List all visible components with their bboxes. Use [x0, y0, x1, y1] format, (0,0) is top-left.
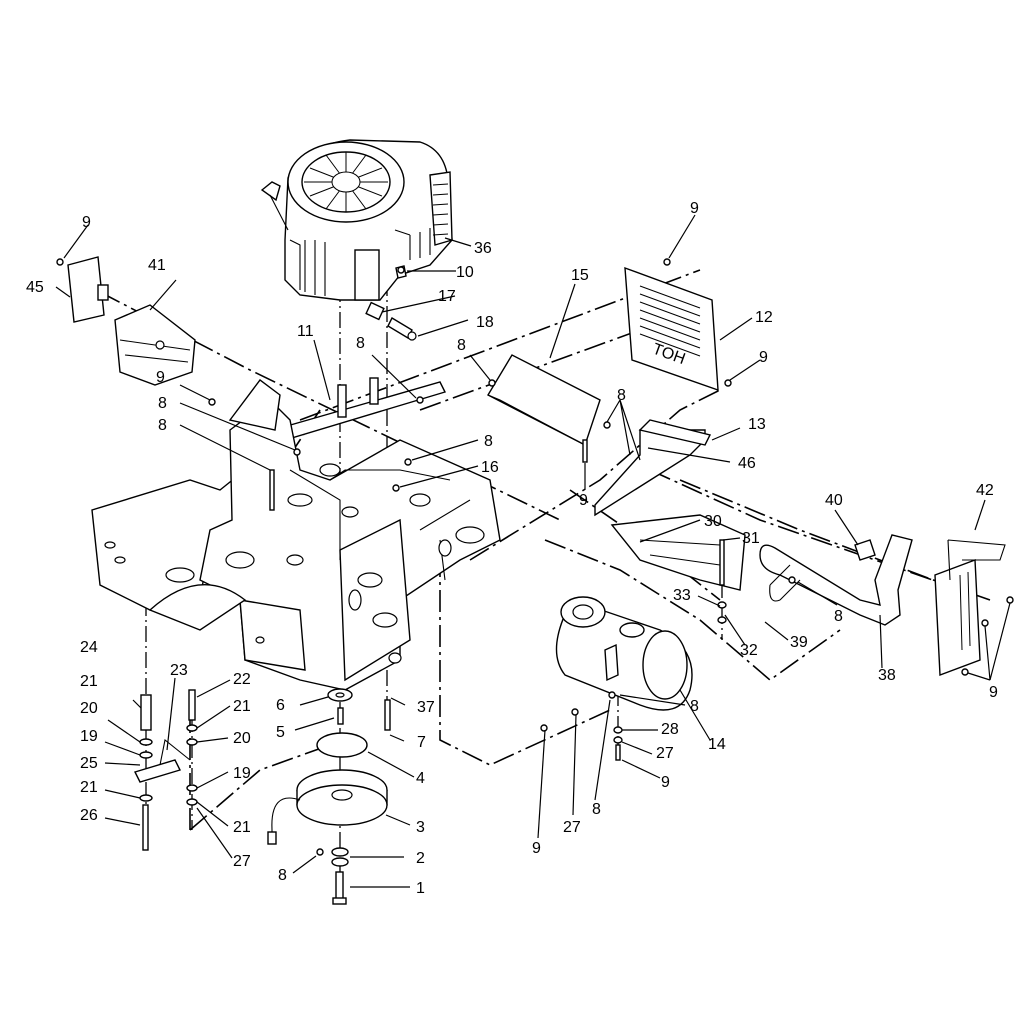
callout-41: 41 [148, 257, 166, 274]
bolt-1 [332, 871, 347, 905]
callout-21a: 21 [80, 673, 98, 690]
callout-22: 22 [233, 671, 251, 688]
callout-3: 3 [416, 819, 425, 836]
callout-7: 7 [417, 734, 426, 751]
callout-36: 36 [474, 240, 492, 257]
callout-40: 40 [825, 492, 843, 509]
callout-14: 14 [708, 736, 726, 753]
deflector [487, 354, 601, 446]
callout-1: 1 [416, 880, 425, 897]
heat-plate-30 [610, 514, 746, 591]
callout-8d: 8 [617, 387, 626, 404]
main-frame [91, 379, 501, 691]
clamp-39 [769, 564, 801, 602]
callout-15: 15 [571, 267, 589, 284]
callout-27b: 27 [563, 819, 581, 836]
callout-16: 16 [481, 459, 499, 476]
callout-26: 26 [80, 807, 98, 824]
callout-9d: 9 [156, 369, 165, 386]
callout-33: 33 [673, 587, 691, 604]
callout-5: 5 [276, 724, 285, 741]
cover-45 [67, 256, 109, 323]
callout-37: 37 [417, 699, 435, 716]
callout-24: 24 [80, 639, 98, 656]
callout-19b: 19 [233, 765, 251, 782]
callout-9g: 9 [661, 774, 670, 791]
callout-21c: 21 [233, 698, 251, 715]
callout-46: 46 [738, 455, 756, 472]
callout-20b: 20 [233, 730, 251, 747]
callout-8f: 8 [158, 395, 167, 412]
callout-28: 28 [661, 721, 679, 738]
callout-labels: 1 2 3 4 5 6 7 8 8 8 8 8 8 8 8 8 8 9 9 9 … [26, 200, 998, 897]
callout-8c: 8 [457, 337, 466, 354]
callout-6: 6 [276, 697, 285, 714]
callout-8i: 8 [690, 698, 699, 715]
callout-32: 32 [740, 642, 758, 659]
callout-42: 42 [976, 482, 994, 499]
callout-8g: 8 [158, 417, 167, 434]
callout-30: 30 [704, 513, 722, 530]
callout-21b: 21 [80, 779, 98, 796]
fitting-17 [365, 301, 385, 321]
callout-8b: 8 [356, 335, 365, 352]
left-hardware-stack [134, 689, 198, 851]
engine [260, 139, 453, 301]
small-fasteners [56, 258, 1014, 856]
rear-bracket [114, 304, 196, 386]
callout-27c: 27 [656, 745, 674, 762]
callout-38: 38 [878, 667, 896, 684]
callout-2: 2 [416, 850, 425, 867]
callout-27a: 27 [233, 853, 251, 870]
callout-20a: 20 [80, 700, 98, 717]
callout-8e: 8 [484, 433, 493, 450]
callout-17: 17 [438, 288, 456, 305]
callout-11: 11 [297, 323, 314, 340]
washer-6 [327, 688, 353, 702]
guard-42 [934, 539, 1006, 676]
washers-2 [331, 847, 349, 867]
callout-9a: 9 [82, 214, 91, 231]
callout-4: 4 [416, 770, 425, 787]
callout-9b: 9 [690, 200, 699, 217]
callout-8j: 8 [592, 801, 601, 818]
bolt-10 [397, 266, 405, 274]
callout-39: 39 [790, 634, 808, 651]
callout-8h: 8 [834, 608, 843, 625]
callout-9f: 9 [989, 684, 998, 701]
callout-19a: 19 [80, 728, 98, 745]
callout-10: 10 [456, 264, 474, 281]
clamp-40 [854, 539, 876, 561]
hose-fitting-18 [387, 317, 417, 341]
callout-25: 25 [80, 755, 98, 772]
muffler [555, 596, 693, 711]
callout-9h: 9 [532, 840, 541, 857]
callout-9e: 9 [579, 492, 588, 509]
bracket-11 [279, 377, 446, 441]
callout-9c: 9 [759, 349, 768, 366]
callout-8a: 8 [278, 867, 287, 884]
callout-18: 18 [476, 314, 494, 331]
frame-slots [104, 463, 485, 664]
key-5 [337, 707, 344, 725]
callout-12: 12 [755, 309, 773, 326]
callout-13: 13 [748, 416, 766, 433]
leader-lines [55, 214, 1011, 888]
heat-shield: TOH [624, 266, 719, 392]
callout-45: 45 [26, 279, 44, 296]
mount-bracket-13 [594, 419, 712, 517]
clutch-assembly [267, 732, 388, 845]
callout-31: 31 [742, 530, 760, 547]
engine-fan-grille [304, 152, 388, 212]
callout-23: 23 [170, 662, 188, 679]
callout-21d: 21 [233, 819, 251, 836]
